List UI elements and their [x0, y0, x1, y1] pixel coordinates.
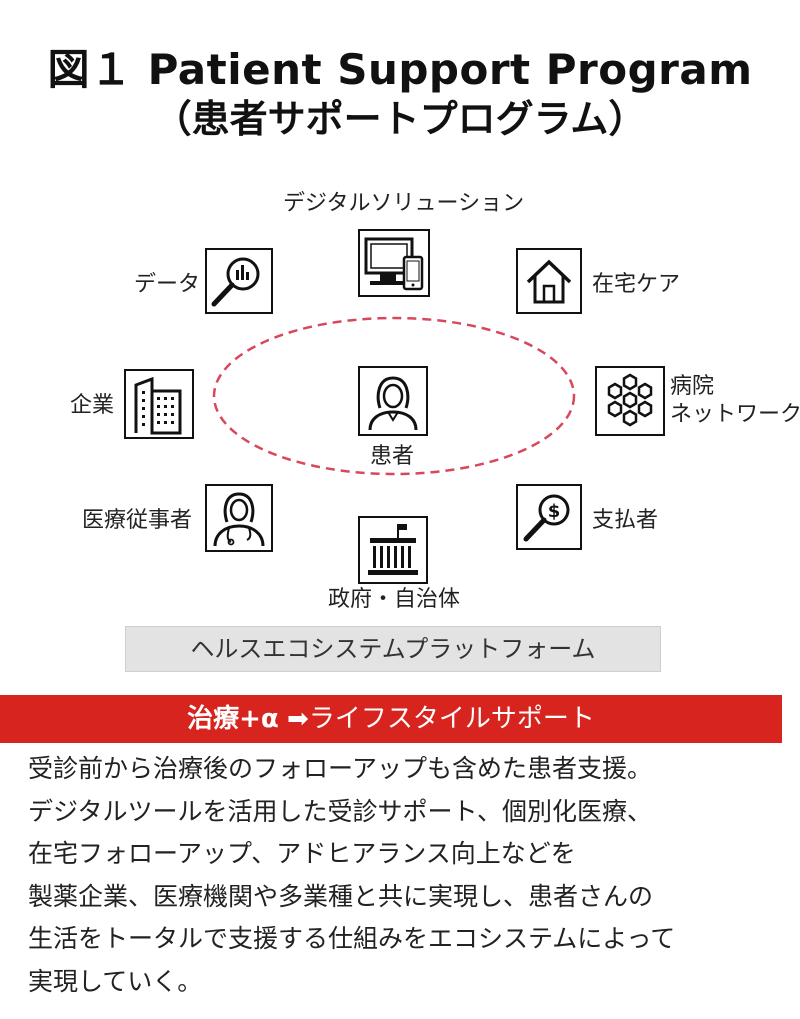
description-line: 受診前から治療後のフォローアップも含めた患者支援。: [28, 754, 653, 783]
description: 受診前から治療後のフォローアップも含めた患者支援。 デジタルツールを活用した受診…: [28, 748, 788, 1003]
description-line: 生活をトータルで支援する仕組みをエコシステムによって: [28, 924, 676, 953]
label-government: 政府・自治体: [328, 587, 461, 612]
building-icon: [124, 369, 194, 439]
label-hospital-1: 病院: [670, 374, 715, 399]
house-icon: [516, 248, 582, 314]
label-digital-solution: デジタルソリューション: [283, 191, 525, 216]
label-company: 企業: [70, 393, 115, 418]
label-data: データ: [134, 272, 201, 297]
title-line-1: 図１ Patient Support Program: [47, 45, 753, 94]
banner-rest: ライフスタイルサポート: [308, 704, 595, 734]
label-home-care: 在宅ケア: [592, 272, 681, 297]
government-building-icon: [358, 516, 428, 584]
computer-tablet-icon: [358, 229, 430, 297]
description-line: 実現していく。: [28, 966, 203, 996]
arrow-right-icon: ➡: [287, 704, 309, 734]
svg-text:$: $: [548, 501, 561, 522]
label-hospital-2: ネットワーク: [670, 402, 800, 427]
platform-bar: ヘルスエコシステムプラットフォーム: [125, 626, 661, 672]
label-medical-staff: 医療従事者: [82, 508, 193, 533]
description-line: 製薬企業、医療機関や多業種と共に実現し、患者さんの: [28, 881, 654, 911]
doctor-stethoscope-icon: [205, 484, 273, 552]
hexagon-network-icon: [595, 366, 665, 436]
dollar-magnifier-icon: $: [516, 484, 582, 550]
chart-magnifier-icon: [205, 248, 273, 314]
title-line-2: （患者サポートプログラム）: [153, 97, 647, 141]
label-payer: 支払者: [592, 508, 659, 533]
label-patient: 患者: [370, 444, 415, 469]
description-line: 在宅フォローアップ、アドヒアランス向上などを: [28, 839, 576, 868]
woman-avatar-icon: [358, 366, 428, 436]
banner-bold: 治療+α: [187, 704, 279, 734]
description-line: デジタルツールを活用した受診サポート、個別化医療、: [28, 796, 653, 826]
lifestyle-support-banner: 治療+α ➡ライフスタイルサポート: [0, 695, 782, 743]
